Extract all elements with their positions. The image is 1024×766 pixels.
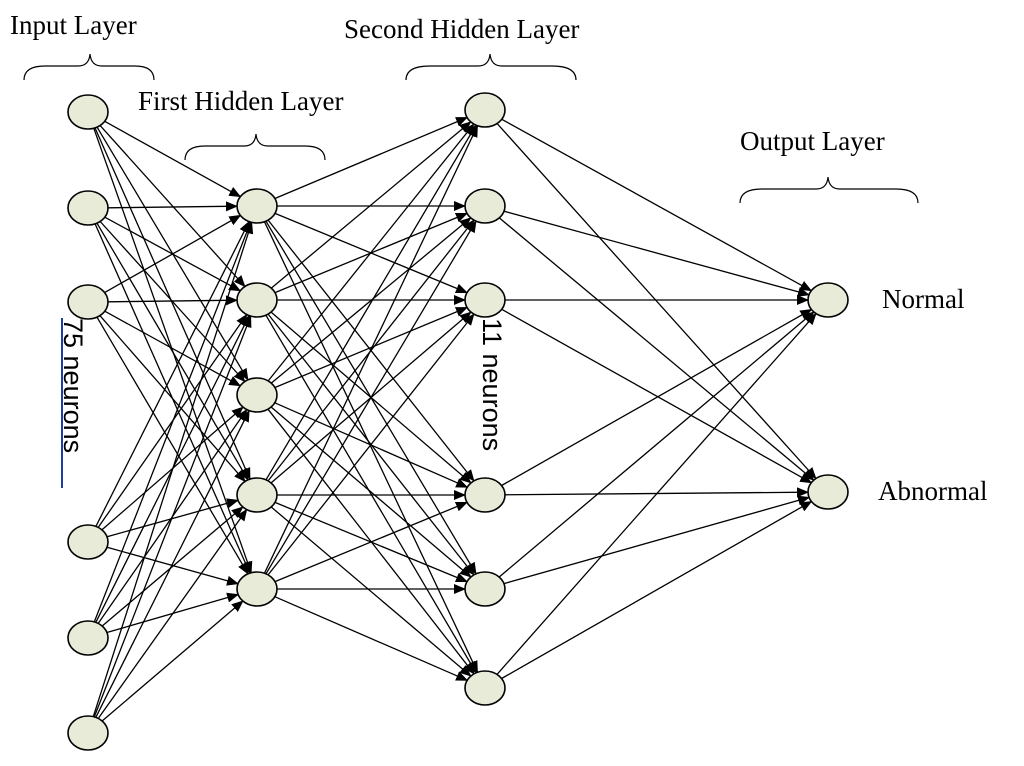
output-label-normal: Normal bbox=[882, 284, 964, 314]
connection-arrow bbox=[501, 308, 813, 484]
input-neuron bbox=[67, 715, 109, 751]
first-hidden-layer bbox=[236, 188, 278, 607]
connection-arrow bbox=[106, 546, 239, 586]
second-hidden-neuron bbox=[464, 571, 506, 607]
input-neuron bbox=[67, 284, 109, 320]
connection-arrow bbox=[496, 312, 817, 675]
second-hidden-neuron bbox=[464, 477, 506, 513]
connection-arrow bbox=[501, 500, 813, 680]
first-hidden-neuron bbox=[236, 377, 278, 413]
output-layer bbox=[807, 282, 849, 510]
first-hidden-layer-brace bbox=[184, 133, 326, 161]
connection-arrow bbox=[107, 295, 238, 306]
connection-arrow bbox=[101, 506, 244, 627]
second-hidden-neuron-count: 11 neurons bbox=[477, 318, 507, 451]
connection-arrow bbox=[501, 118, 813, 292]
connection-arrow bbox=[274, 116, 469, 200]
input-neuron bbox=[67, 524, 109, 560]
connection-arrow bbox=[270, 121, 472, 289]
input-neuron bbox=[67, 94, 109, 130]
connection-arrow bbox=[95, 220, 250, 527]
connections bbox=[92, 116, 817, 722]
connection-arrow bbox=[104, 214, 242, 294]
connection-arrow bbox=[267, 313, 475, 576]
second-hidden-neuron bbox=[464, 670, 506, 706]
input-neuron bbox=[67, 620, 109, 656]
connection-arrow bbox=[496, 123, 817, 480]
connection-arrow bbox=[92, 221, 254, 717]
first-hidden-layer-title: First Hidden Layer bbox=[138, 86, 343, 116]
connection-arrow bbox=[267, 123, 475, 382]
connection-arrow bbox=[265, 314, 477, 674]
second-hidden-neuron bbox=[464, 282, 506, 318]
input-neuron bbox=[67, 190, 109, 226]
first-hidden-neuron bbox=[236, 188, 278, 224]
first-hidden-neuron bbox=[236, 282, 278, 318]
connection-arrow bbox=[93, 315, 252, 718]
second-hidden-neuron bbox=[464, 92, 506, 128]
connection-arrow bbox=[107, 201, 238, 212]
connection-arrow bbox=[263, 221, 479, 674]
output-neuron-normal bbox=[807, 282, 849, 318]
connection-arrow bbox=[265, 220, 477, 575]
connection-arrow bbox=[95, 409, 250, 718]
connection-arrow bbox=[106, 498, 239, 538]
connection-arrow bbox=[274, 306, 468, 389]
connection-arrow bbox=[104, 310, 242, 387]
second-hidden-layer-title: Second Hidden Layer bbox=[344, 14, 579, 44]
first-hidden-neuron bbox=[236, 477, 278, 513]
connection-arrow bbox=[99, 125, 246, 288]
output-neuron-abnormal bbox=[807, 474, 849, 510]
connection-arrow bbox=[498, 311, 815, 578]
output-layer-brace bbox=[739, 176, 919, 204]
second-hidden-neuron bbox=[464, 188, 506, 224]
connection-arrow bbox=[101, 600, 244, 722]
connection-arrow bbox=[274, 501, 468, 583]
connection-arrow bbox=[263, 124, 479, 574]
first-hidden-neuron bbox=[236, 571, 278, 607]
connection-arrow bbox=[93, 221, 252, 623]
connection-arrow bbox=[94, 127, 251, 481]
connection-arrow bbox=[97, 508, 248, 719]
second-hidden-layer-brace bbox=[405, 53, 577, 81]
connection-arrow bbox=[498, 217, 815, 481]
second-hidden-layer bbox=[464, 92, 506, 706]
connection-arrow bbox=[501, 308, 813, 487]
connection-arrow bbox=[96, 222, 249, 481]
connection-arrow bbox=[503, 495, 810, 585]
connection-arrow bbox=[96, 316, 249, 575]
connection-arrow bbox=[503, 210, 810, 297]
connection-arrow bbox=[99, 315, 246, 483]
connection-arrow bbox=[270, 506, 472, 677]
connection-arrow bbox=[265, 124, 477, 481]
second-hidden-neuron-count-text: 11 neurons bbox=[477, 318, 507, 451]
input-layer-brace bbox=[23, 53, 155, 81]
input-layer bbox=[67, 94, 109, 751]
connection-arrow bbox=[104, 120, 242, 198]
output-layer-title: Output Layer bbox=[740, 126, 885, 156]
connection-arrow bbox=[274, 596, 469, 681]
input-layer-title: Input Layer bbox=[10, 10, 137, 40]
connection-arrow bbox=[270, 406, 472, 578]
connection-arrow bbox=[270, 217, 472, 384]
output-label-abnormal: Abnormal bbox=[878, 476, 987, 506]
